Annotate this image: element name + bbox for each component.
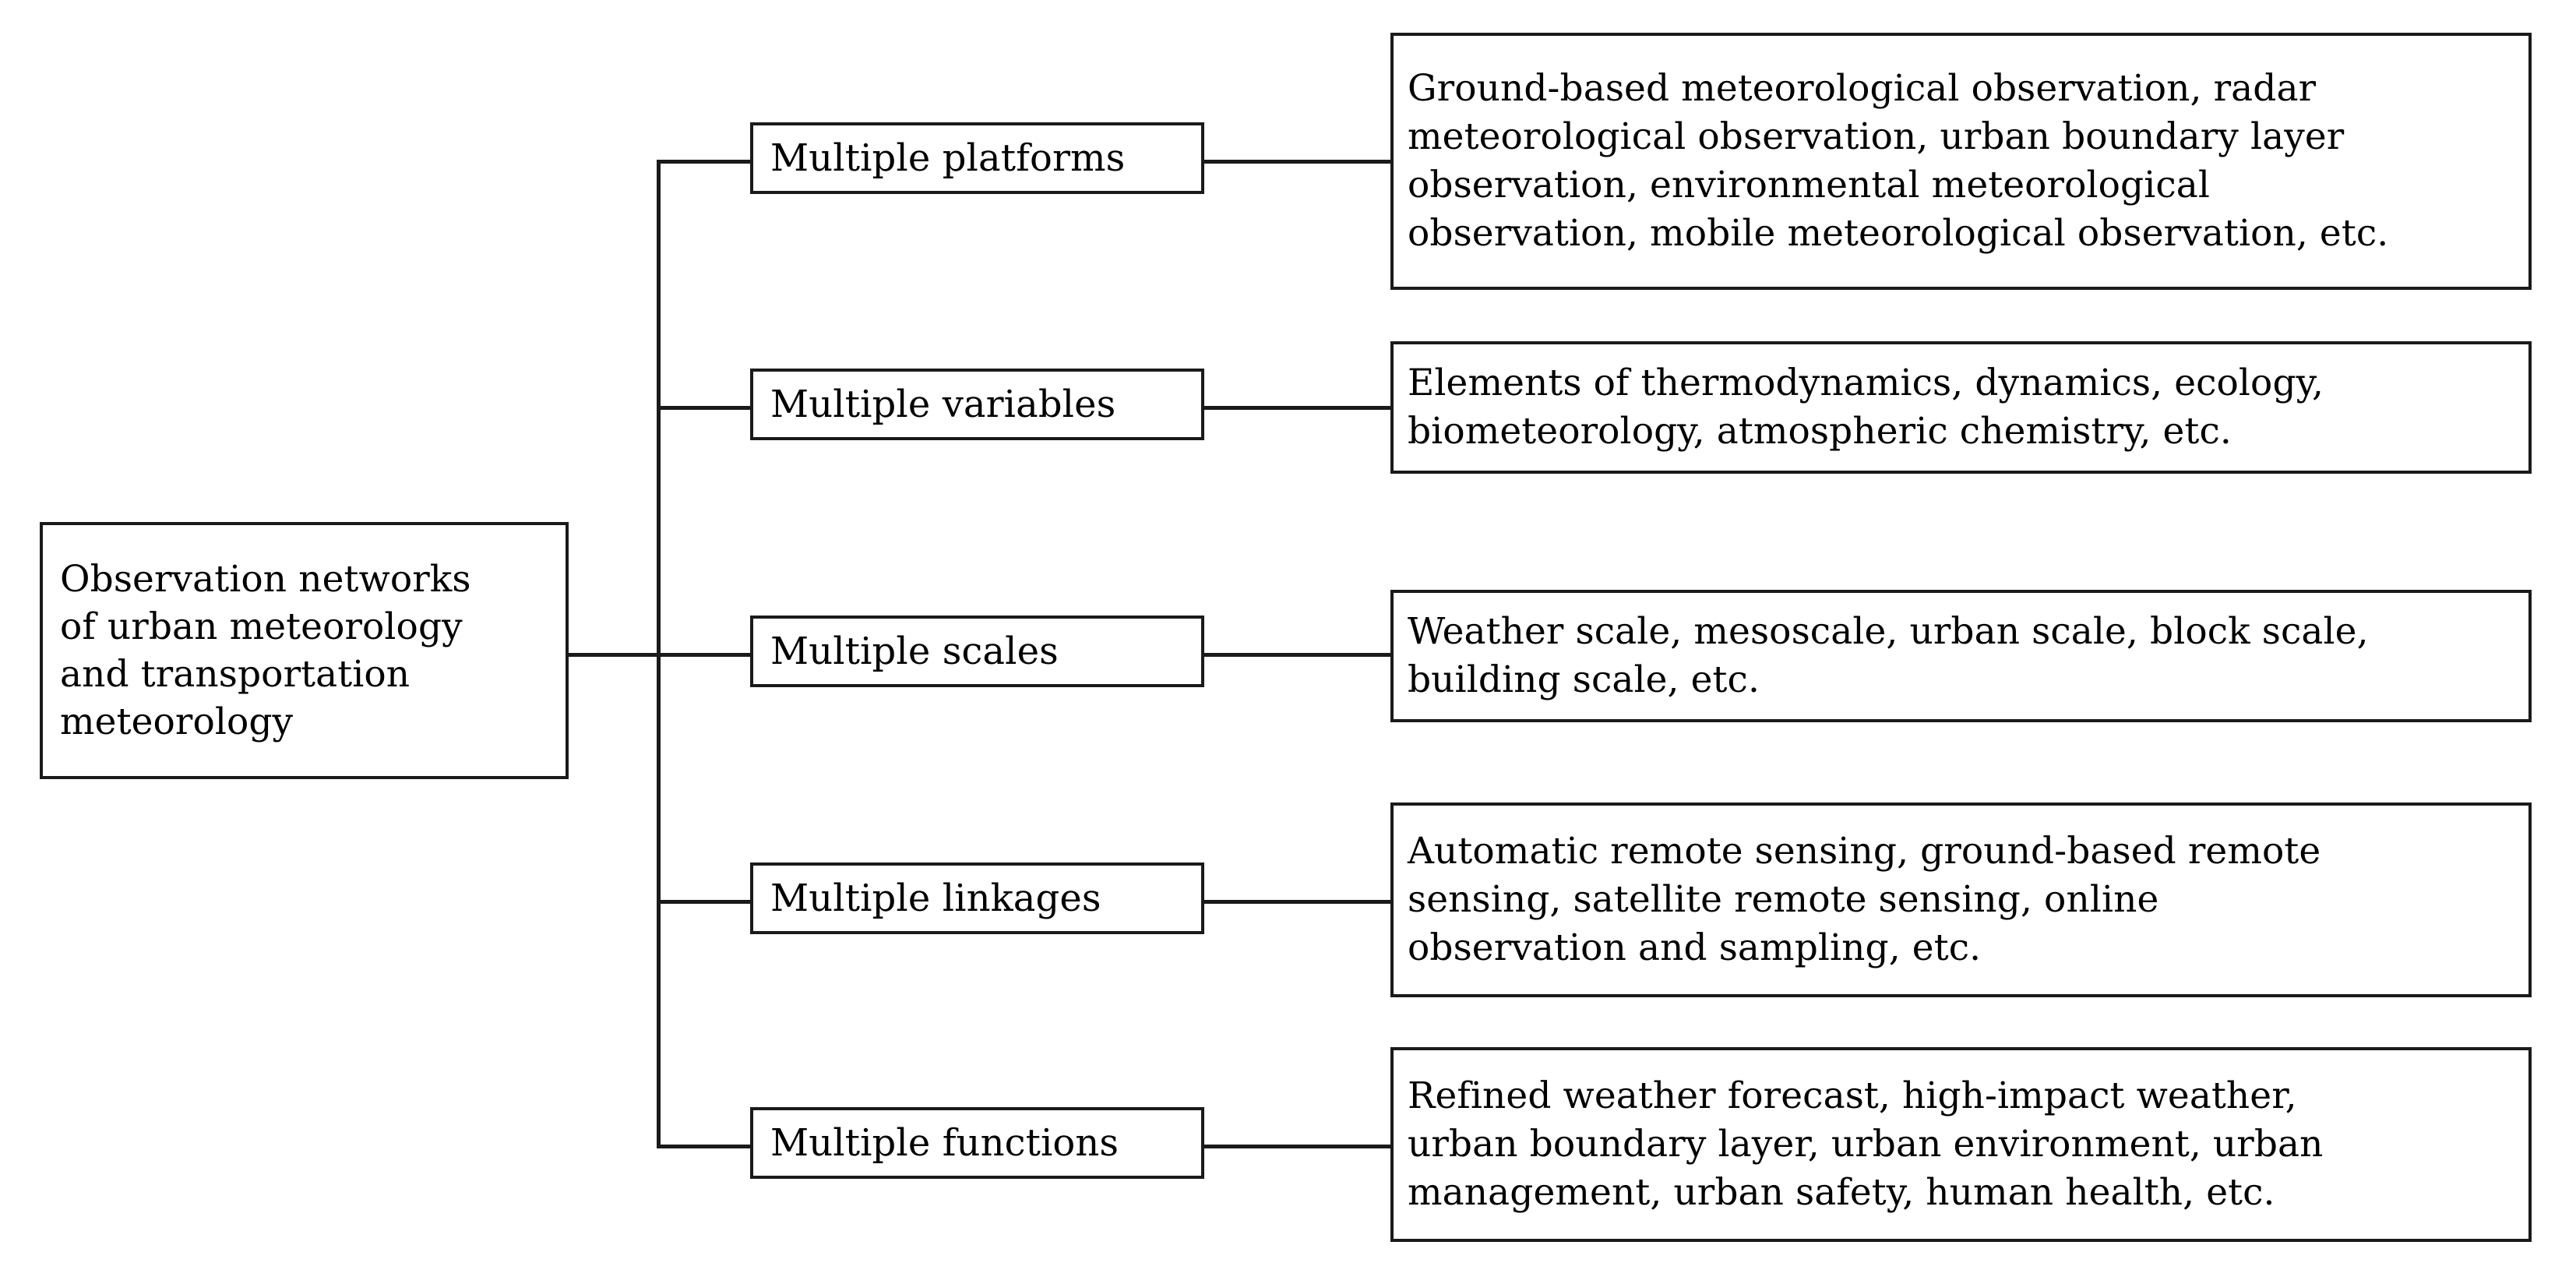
detail-connector-line-4	[1203, 900, 1392, 904]
detail-text-1: Ground-based meteorological observation,…	[1408, 66, 2389, 256]
category-box-multiple-platforms: Multiple platforms	[750, 122, 1204, 194]
category-box-multiple-linkages: Multiple linkages	[750, 862, 1204, 934]
category-label-3: Multiple scales	[770, 630, 1059, 673]
category-label-4: Multiple linkages	[770, 877, 1101, 920]
category-box-multiple-scales: Multiple scales	[750, 616, 1204, 687]
root-node-label: Observation networks of urban meteorolog…	[60, 557, 471, 744]
detail-box-multiple-variables: Elements of thermodynamics, dynamics, ec…	[1390, 341, 2532, 474]
detail-box-multiple-linkages: Automatic remote sensing, ground-based r…	[1390, 802, 2532, 997]
branch-line-3	[657, 653, 752, 657]
detail-box-multiple-scales: Weather scale, mesoscale, urban scale, b…	[1390, 590, 2532, 722]
category-box-multiple-variables: Multiple variables	[750, 369, 1204, 440]
category-label-1: Multiple platforms	[770, 136, 1126, 180]
root-stem-connector-line	[569, 653, 661, 657]
category-label-5: Multiple functions	[770, 1121, 1119, 1165]
detail-box-multiple-functions: Refined weather forecast, high-impact we…	[1390, 1047, 2532, 1242]
detail-text-3: Weather scale, mesoscale, urban scale, b…	[1408, 609, 2369, 701]
branch-line-1	[657, 160, 752, 164]
detail-connector-line-5	[1203, 1145, 1392, 1148]
root-node-observation-networks: Observation networks of urban meteorolog…	[40, 522, 569, 779]
detail-text-5: Refined weather forecast, high-impact we…	[1408, 1074, 2324, 1215]
branch-line-5	[657, 1145, 752, 1148]
detail-connector-line-1	[1203, 160, 1392, 164]
detail-connector-line-3	[1203, 653, 1392, 657]
detail-connector-line-2	[1203, 406, 1392, 410]
branch-line-4	[657, 900, 752, 904]
category-box-multiple-functions: Multiple functions	[750, 1107, 1204, 1179]
detail-text-4: Automatic remote sensing, ground-based r…	[1408, 829, 2321, 970]
branch-line-2	[657, 406, 752, 410]
detail-box-multiple-platforms: Ground-based meteorological observation,…	[1390, 33, 2532, 290]
detail-text-2: Elements of thermodynamics, dynamics, ec…	[1408, 361, 2324, 453]
category-label-2: Multiple variables	[770, 383, 1116, 426]
